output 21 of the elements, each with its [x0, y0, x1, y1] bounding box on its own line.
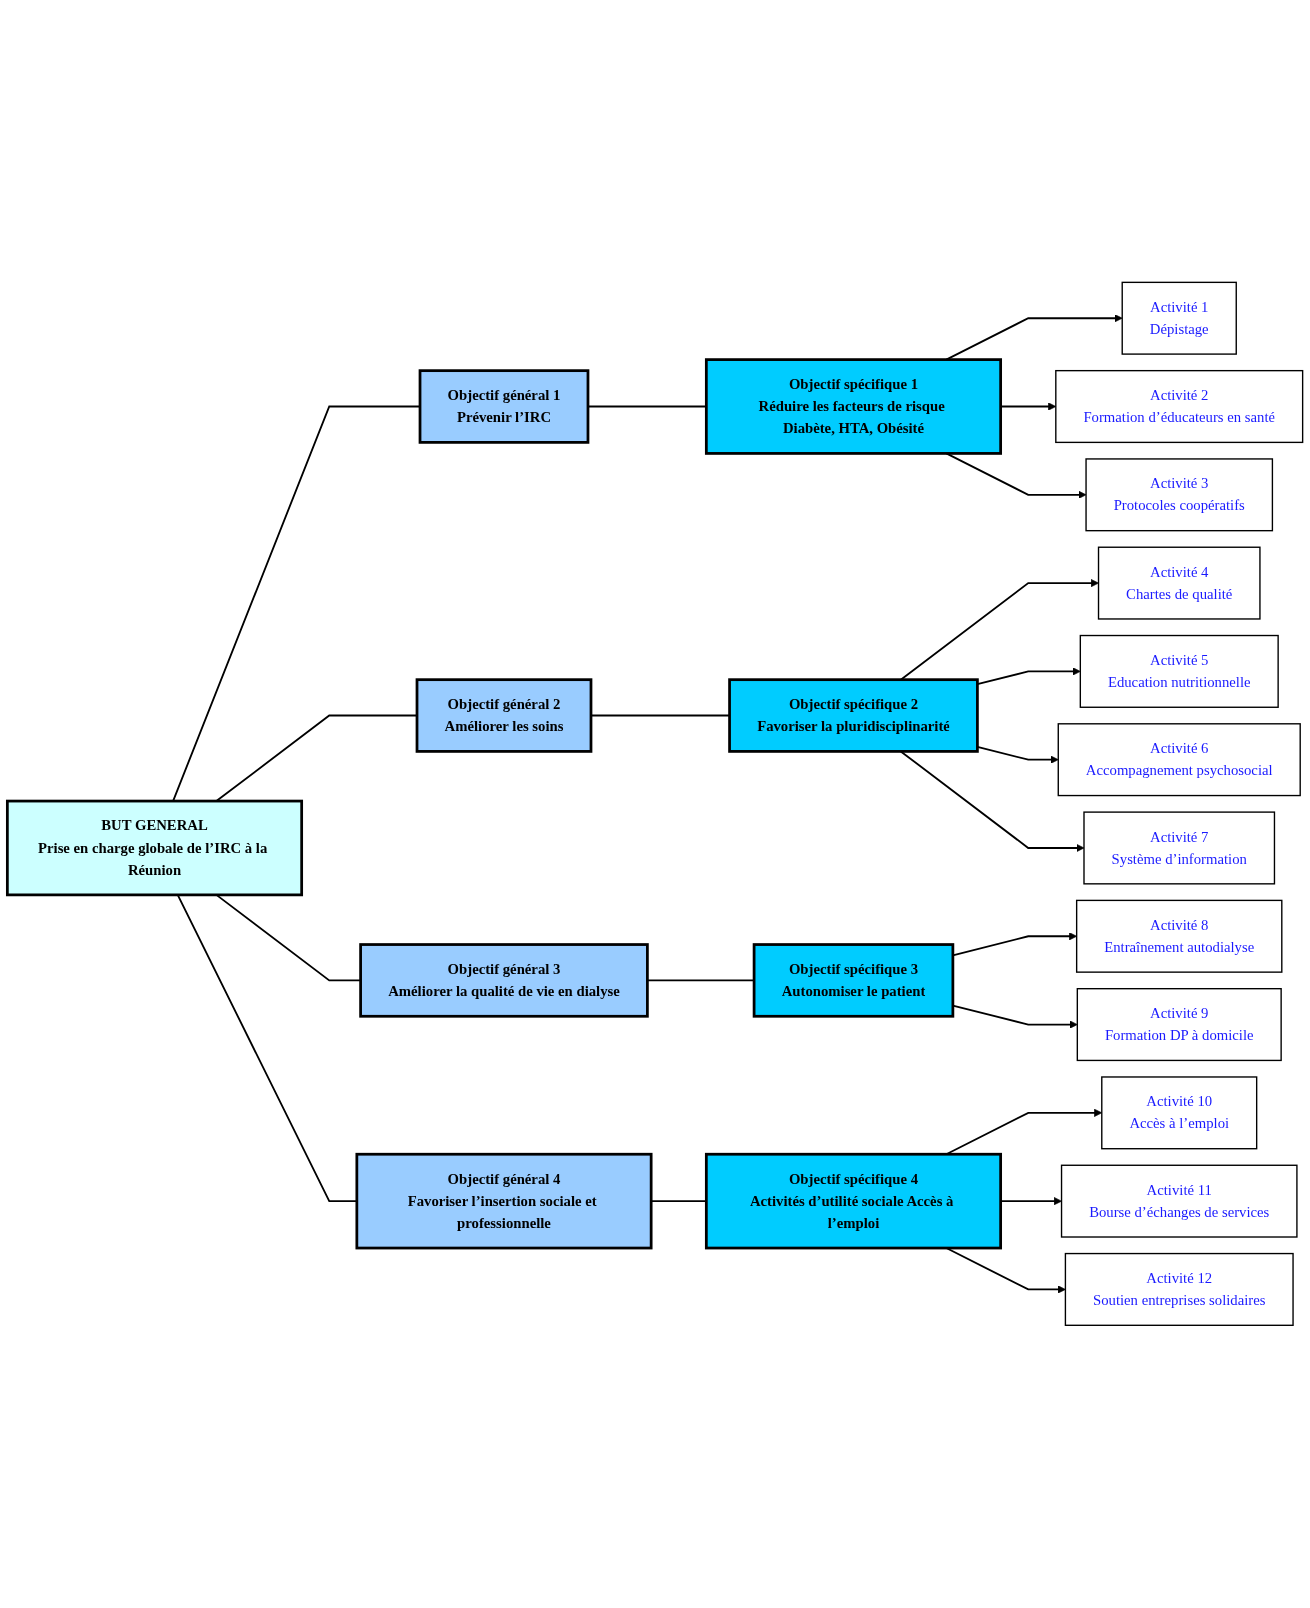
node-box: Activité 2 Formation d’éducateurs en santé: [1055, 370, 1304, 444]
node-box: Objectif spécifique 3 Autonomiser le patient: [752, 943, 955, 1018]
node-box: Activité 4 Chartes de qualité: [1097, 546, 1261, 620]
node-box: Activité 3 Protocoles coopératifs: [1085, 458, 1274, 532]
node-box: Objectif général 4 Favoriser l’insertion sociale et professionnelle: [355, 1153, 653, 1250]
node-box: Objectif spécifique 4 Activités d’utilité sociale Accès à l’emploi: [704, 1153, 1002, 1250]
node-box: Objectif spécifique 2 Favoriser la pluridisciplinarité: [728, 678, 979, 753]
node-box: Activité 12 Soutien entreprises solidaires: [1064, 1253, 1294, 1327]
node-box: Activité 7 Système d’information: [1083, 811, 1276, 885]
node-box: Activité 5 Education nutritionnelle: [1079, 635, 1279, 709]
node-box: Objectif spécifique 1 Réduire les facteurs de risque Diabète, HTA, Obésité: [704, 358, 1002, 455]
node-box: Activité 1 Dépistage: [1121, 281, 1237, 355]
node-box: Activité 8 Entraînement autodialyse: [1075, 899, 1283, 973]
node-box: Objectif général 3 Améliorer la qualité de vie en dialyse: [359, 943, 649, 1018]
node-box: Activité 6 Accompagnement psychosocial: [1057, 723, 1301, 797]
node-box: Objectif général 2 Améliorer les soins: [415, 678, 593, 753]
node-box: BUT GENERAL Prise en charge globale de l’IRC à la Réunion: [6, 799, 304, 897]
node-box: Activité 9 Formation DP à domicile: [1076, 988, 1282, 1062]
node-box: Activité 10 Accès à l’emploi: [1101, 1076, 1258, 1150]
node-box: Objectif général 1 Prévenir l’IRC: [418, 369, 590, 444]
node-box: Activité 11 Bourse d’échanges de services: [1060, 1164, 1298, 1238]
